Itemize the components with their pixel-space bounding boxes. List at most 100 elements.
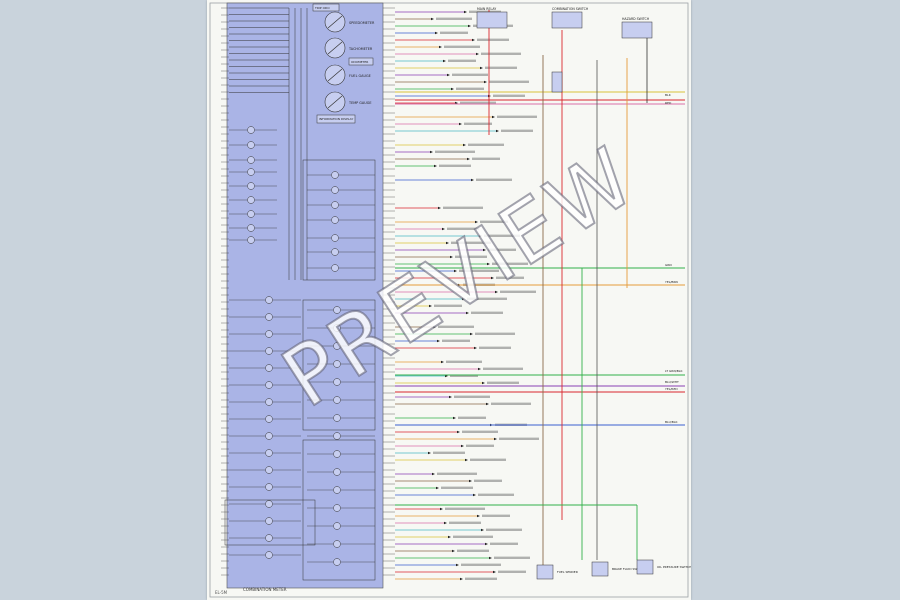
wire-arrow [451,88,454,90]
lamp [266,433,273,440]
bottom-components: FUEL SENDEROIL PRESSURE SWITCHBRAKE FLUI… [537,560,691,579]
lamp [332,235,339,242]
wire-arrow [485,543,488,545]
wire-arrow [436,487,439,489]
wire-text [489,81,529,83]
lamp [266,297,273,304]
lamp [332,249,339,256]
gauge-label: TEMP GAUGE [348,101,371,105]
bottom-component-box [537,565,553,579]
lamp [332,217,339,224]
lamp [248,169,255,176]
wire-text [471,312,503,314]
page-code: EL-5M [215,590,228,595]
wire-text [435,151,475,153]
wire-arrow [465,459,468,461]
wire-arrow [461,445,464,447]
wire-text [434,305,462,307]
component-box [552,72,562,92]
wire-arrow [471,179,474,181]
wire-text [446,361,482,363]
gauge-label: SPEEDOMETER [349,21,375,25]
lamp [334,541,341,548]
wire-text [491,403,531,405]
lamp [266,552,273,559]
wire-arrow [495,291,498,293]
lamp [332,187,339,194]
wire-arrow [441,361,444,363]
lamp [248,225,255,232]
wire-arrow [474,347,477,349]
wire-text [448,60,476,62]
lamp [334,487,341,494]
lamp [248,127,255,134]
wire-text [454,396,490,398]
wire-arrow [481,529,484,531]
lamp [334,505,341,512]
lamp [334,307,341,314]
wire-text [457,550,489,552]
wire-text [459,270,499,272]
wire-text [497,116,537,118]
wire-arrow [429,305,432,307]
wire-arrow [438,207,441,209]
wire-arrow [483,249,486,251]
lamp [248,142,255,149]
wire-text [496,277,524,279]
lamp [248,197,255,204]
wire-arrow [446,242,449,244]
wire-arrow [448,536,451,538]
wire-text [436,18,472,20]
wire-arrow [475,221,478,223]
lamp [266,450,273,457]
wire-arrow [456,564,459,566]
wire-text [488,249,516,251]
wire-arrow [435,32,438,34]
wire-arrow [488,95,491,97]
wire-arrow [434,165,437,167]
wire-arrow [491,277,494,279]
wire-text [472,158,500,160]
component-label: HAZARD SWITCH [622,17,650,21]
lamp [266,416,273,423]
bottom-component-label: BRAKE FLUID SW [612,567,637,571]
wire-text [433,452,465,454]
lamp [266,535,273,542]
wire-text [439,165,471,167]
wire-arrow [463,144,466,146]
wire-text [486,529,522,531]
wire-arrow [489,557,492,559]
wire-arrow [482,382,485,384]
wire-arrow [487,263,490,265]
lamp [266,484,273,491]
lamp [334,523,341,530]
wire-text [487,382,519,384]
wire-text [449,522,481,524]
right-label: YEL/BRN [665,280,678,284]
wire-text [494,557,530,559]
wire-arrow [494,438,497,440]
lamp [334,451,341,458]
lamp [334,559,341,566]
wire-arrow [467,158,470,160]
wire-arrow [493,571,496,573]
component-box [552,12,582,28]
info-display-label: INFORMATION DISPLAY [319,117,353,121]
wire-arrow [486,403,489,405]
wire-text [455,256,487,258]
component-box [622,22,652,38]
wire-arrow [433,326,436,328]
wire-text [453,536,493,538]
lamp [332,172,339,179]
wire-arrow [442,228,445,230]
wire-text [476,179,512,181]
bottom-component-label: FUEL SENDER [557,570,578,574]
wire-arrow [469,480,472,482]
right-label: BLU/WHT [665,380,679,384]
wire-text [464,123,492,125]
lamp [248,237,255,244]
wire-arrow [428,452,431,454]
wire-arrow [479,235,482,237]
wire-text [470,459,506,461]
component-label: MAIN RELAY [477,7,496,11]
